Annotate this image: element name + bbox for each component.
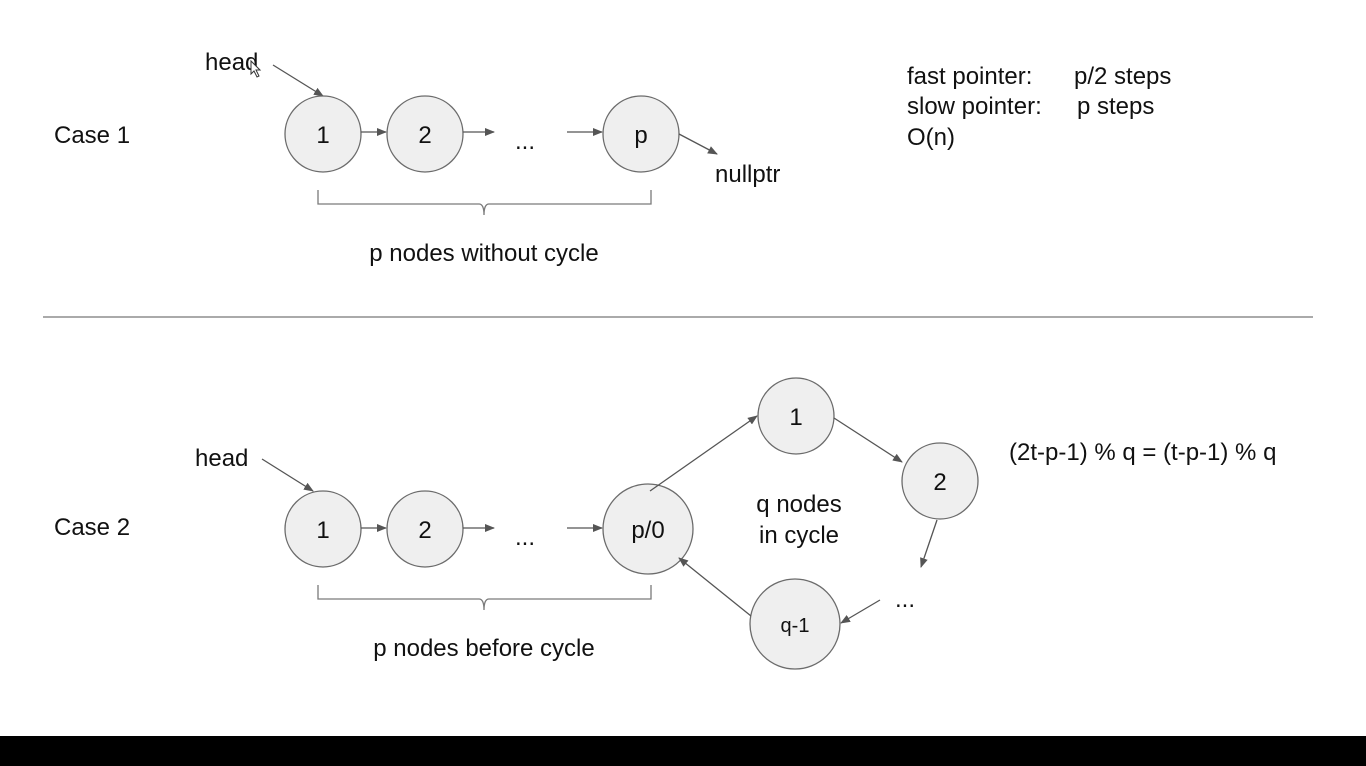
cycle-node-q-1-label: q-1 xyxy=(781,615,810,637)
case2-node-p0: p/0 xyxy=(602,483,694,575)
cycle-node-q-1: q-1 xyxy=(749,578,841,670)
cycle-node-1-label: 1 xyxy=(789,404,802,431)
case2-node-1-label: 1 xyxy=(316,517,329,544)
cycle-arrow-ellipsis-q1 xyxy=(840,599,881,624)
case2-ellipsis: ... xyxy=(515,524,535,551)
cycle-arrow-q1-p0 xyxy=(678,557,752,617)
case1-complexity: O(n) xyxy=(907,124,955,151)
case2-node-1: 1 xyxy=(284,490,362,568)
cycle-node-2: 2 xyxy=(901,442,979,520)
case1-ellipsis: ... xyxy=(515,128,535,155)
case1-head-label: head xyxy=(205,49,258,76)
case2-brace-label: p nodes before cycle xyxy=(373,635,594,662)
case2-head-arrow xyxy=(261,458,314,492)
case1-node-1: 1 xyxy=(284,95,362,173)
case1-slow-label: slow pointer: xyxy=(907,93,1042,120)
case1-node-p-label: p xyxy=(634,122,647,149)
cycle-label-line1: q nodes xyxy=(756,491,841,518)
case1-nullptr-label: nullptr xyxy=(715,161,780,188)
case1-node-2: 2 xyxy=(386,95,464,173)
cycle-arrow-1-2 xyxy=(833,417,903,463)
case1-head-arrow xyxy=(272,64,324,97)
case2-formula: (2t-p-1) % q = (t-p-1) % q xyxy=(1009,439,1276,466)
cycle-ellipsis: ... xyxy=(895,586,915,613)
case1-brace xyxy=(317,190,652,216)
case1-node-2-label: 2 xyxy=(418,122,431,149)
case2-node-p0-label: p/0 xyxy=(631,517,664,544)
linked-list-cycle-diagram: Case 1 head 1 2 ... p nullptr p nodes wi… xyxy=(43,49,1313,670)
case1-brace-label: p nodes without cycle xyxy=(369,240,598,267)
cycle-arrow-p0-1 xyxy=(649,415,758,492)
case1-node-p: p xyxy=(602,95,680,173)
cycle-arrow-2-ellipsis xyxy=(920,519,938,568)
case2-head-label: head xyxy=(195,445,248,472)
cycle-node-1: 1 xyxy=(757,377,835,455)
case1-slow-value: p steps xyxy=(1077,93,1154,120)
case1-title: Case 1 xyxy=(54,122,130,149)
mouse-cursor-icon xyxy=(250,59,262,78)
case1-fast-label: fast pointer: xyxy=(907,63,1032,90)
case1-arrow-to-null xyxy=(678,133,718,155)
slide-canvas: Case 1 head 1 2 ... p nullptr p nodes wi… xyxy=(0,0,1366,736)
cycle-label-line2: in cycle xyxy=(759,522,839,549)
case1-fast-value: p/2 steps xyxy=(1074,63,1171,90)
case2-node-2-label: 2 xyxy=(418,517,431,544)
case2-brace xyxy=(317,585,652,611)
cycle-node-2-label: 2 xyxy=(933,469,946,496)
case1-node-1-label: 1 xyxy=(316,122,329,149)
case2-title: Case 2 xyxy=(54,514,130,541)
case2-node-2: 2 xyxy=(386,490,464,568)
